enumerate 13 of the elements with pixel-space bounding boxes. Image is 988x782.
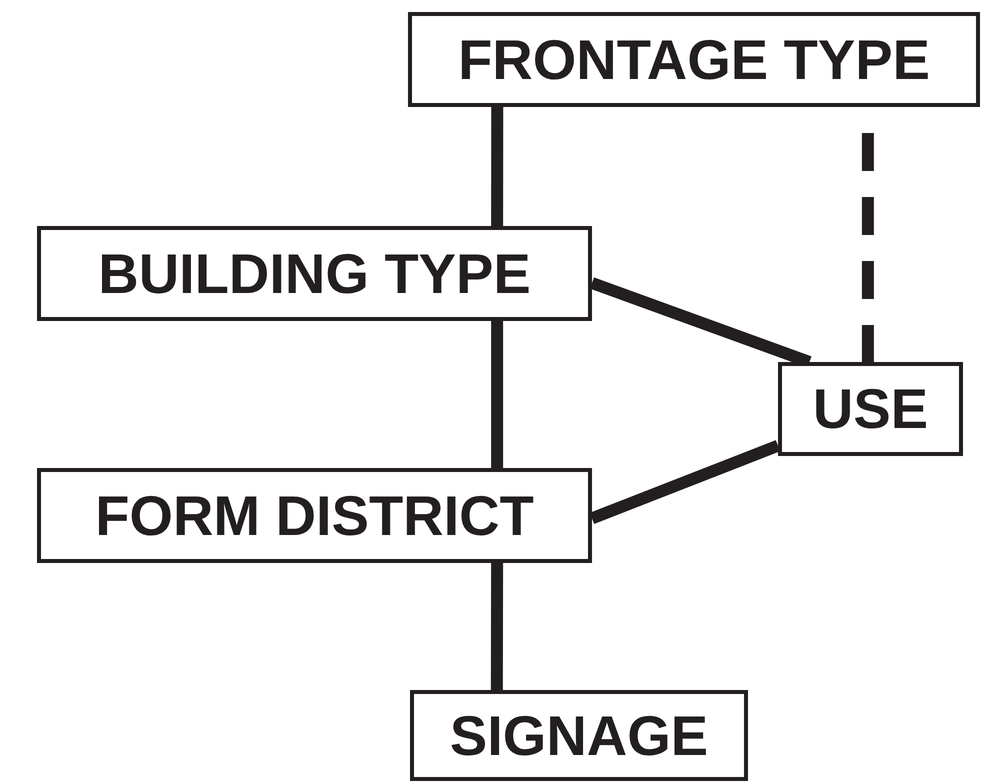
label-box bbox=[37, 226, 592, 321]
box-label: SIGNAGE bbox=[450, 708, 708, 764]
box-label: FRONTAGE TYPE bbox=[458, 32, 930, 88]
label-box bbox=[37, 468, 592, 563]
label-box bbox=[778, 362, 963, 456]
connector-line bbox=[491, 321, 504, 468]
connector-line bbox=[491, 107, 504, 226]
label-box bbox=[408, 12, 980, 107]
box-label: BUILDING TYPE bbox=[98, 246, 531, 302]
connector-line bbox=[490, 562, 504, 690]
label-box bbox=[410, 690, 748, 781]
box-label: USE bbox=[812, 381, 928, 437]
box-label: FORM DISTRICT bbox=[95, 488, 534, 544]
